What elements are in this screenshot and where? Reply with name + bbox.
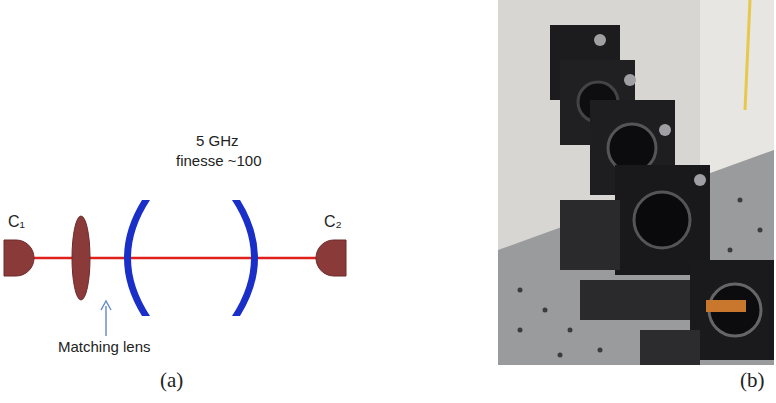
detector-symbol	[316, 240, 346, 276]
finesse-label: finesse ~100	[176, 152, 261, 169]
panel-caption: (b)	[740, 368, 765, 392]
lens-symbol	[72, 216, 90, 300]
mirror-symbol	[232, 200, 258, 316]
detector-label: C₂	[324, 213, 342, 231]
detector-symbol	[4, 240, 34, 276]
leader-arrow	[105, 306, 107, 336]
frequency-label: 5 GHz	[196, 132, 239, 149]
part-label: Matching lens	[58, 338, 151, 355]
panel-caption: (a)	[160, 368, 183, 392]
photo	[498, 0, 774, 365]
mirror-symbol	[124, 200, 150, 316]
arrow-head	[101, 301, 111, 310]
detector-label: C₁	[8, 213, 25, 231]
